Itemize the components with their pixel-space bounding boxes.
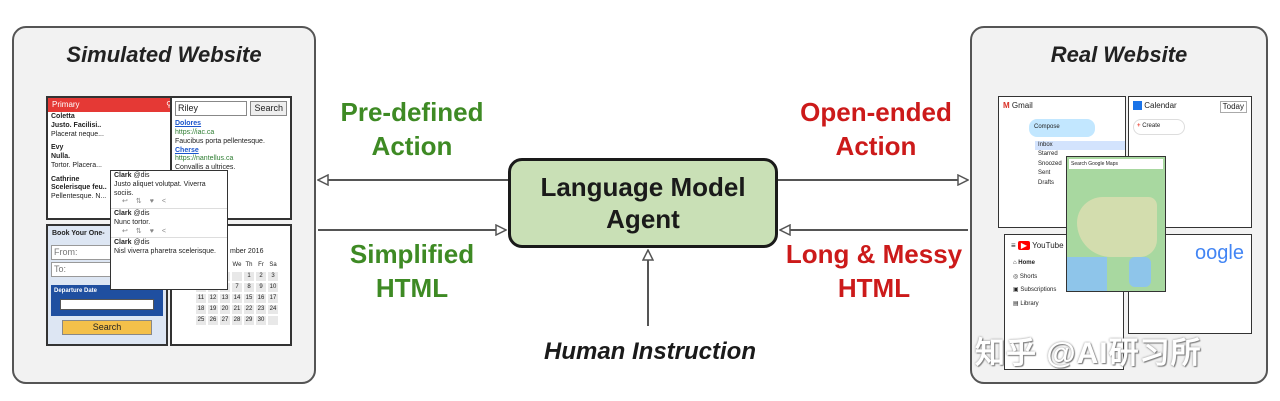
google-logo: oogle	[1195, 242, 1244, 264]
post-actions[interactable]: ↩⇅♥<	[122, 227, 174, 235]
search-input[interactable]: Riley	[175, 101, 248, 117]
open-ended-action-label: Open-ended Action	[800, 97, 952, 161]
sim-search-app: Riley Search Dolores https://iac.ca Fauc…	[170, 96, 292, 220]
calendar-month: mber 2016	[230, 248, 264, 255]
simulated-website-title: Simulated Website	[66, 42, 262, 67]
sim-social-app: Clark @dis Justo aliquet volutpat. Viver…	[110, 170, 228, 290]
compose-button[interactable]: Compose	[1029, 119, 1095, 137]
list-item[interactable]: Cathrine Scelerisque feu.. Pellentesque.…	[51, 175, 107, 201]
search-button[interactable]: Search	[250, 101, 287, 117]
maps-search-input[interactable]: Search Google Maps	[1069, 159, 1163, 170]
agent-label: Language Model Agent	[540, 171, 746, 235]
real-website-title: Real Website	[1050, 42, 1188, 67]
simplified-html-label: Simplified HTML	[349, 239, 475, 303]
language-model-agent-box: Language Model Agent	[508, 158, 778, 248]
email-header: Primary ⚲	[48, 98, 176, 112]
result-link[interactable]: Dolores	[175, 120, 202, 128]
simulated-website-panel: Simulated Website Primary ⚲ Coletta Just…	[12, 26, 316, 384]
human-instruction-label: Human Instruction	[543, 338, 756, 365]
long-messy-html-label: Long & Messy HTML	[785, 239, 963, 303]
post-actions[interactable]: ↩⇅♥<	[122, 198, 174, 206]
real-maps-app: Search Google Maps	[1066, 156, 1166, 292]
watermark: 知乎 @AI研习所	[975, 337, 1202, 370]
post[interactable]: Clark @dis Nunc tortor. ↩⇅♥<	[111, 208, 227, 237]
booking-search-button[interactable]: Search	[62, 319, 152, 335]
real-website-panel: Real Website M Gmail Compose Inbox Starr…	[970, 26, 1268, 384]
list-item[interactable]: Coletta Justo. Facilisi.. Placerat neque…	[51, 113, 104, 138]
search-icon[interactable]: ⚲	[166, 100, 172, 110]
result-link[interactable]: Cherse	[175, 146, 199, 154]
post[interactable]: Clark @dis Nisl viverra pharetra sceleri…	[111, 237, 227, 258]
pre-defined-action-label: Pre-defined Action	[340, 97, 484, 161]
create-button[interactable]: + Create	[1133, 119, 1185, 135]
departure-date-input[interactable]	[60, 298, 154, 310]
list-item[interactable]: Evy Nulla. Tortor. Placera...	[51, 144, 102, 169]
post[interactable]: Clark @dis Justo aliquet volutpat. Viver…	[111, 171, 227, 208]
